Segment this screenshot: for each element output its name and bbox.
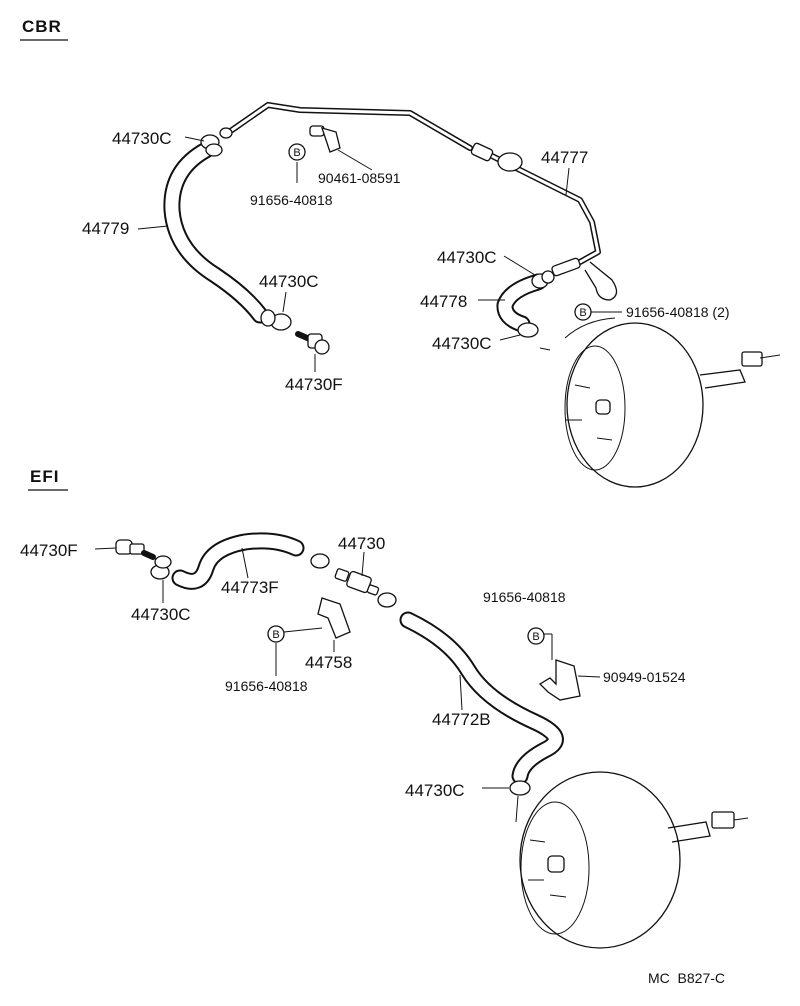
label-efi-valve: 44730F [20, 541, 78, 560]
label-efi-bracket: 44758 [305, 653, 352, 672]
efi-brake-booster [519, 771, 749, 949]
cbr-hose-44778 [478, 255, 581, 341]
efi-clip-90949 [538, 659, 601, 701]
cbr-clamp-top [184, 134, 223, 157]
bolt-marker: B [532, 631, 539, 643]
section-header-cbr: CBR [20, 17, 68, 41]
label-cbr-valve: 44730F [285, 375, 343, 394]
cbr-pipe-44777 [219, 102, 618, 301]
cbr-brake-booster [539, 322, 781, 488]
label-efi-clip: 90949-01524 [603, 669, 686, 685]
label-efi-clamp-bottom: 44730C [405, 781, 465, 800]
label-efi-bolt-right: 91656-40818 [483, 589, 566, 605]
label-efi-check-valve: 44730 [338, 534, 385, 553]
section-title-efi: EFI [30, 467, 59, 486]
efi-clamp-left [150, 555, 172, 603]
bolt-marker: B [579, 307, 586, 319]
label-cbr-clamp-mid: 44730C [259, 272, 319, 291]
efi-bolt-left: B [267, 625, 323, 676]
label-efi-clamp-left: 44730C [131, 605, 191, 624]
cbr-bolt-right: B [564, 303, 622, 339]
diagram-code: MC B827-C [648, 970, 725, 986]
label-cbr-clamp-lower: 44730C [432, 334, 492, 353]
cbr-clamp-mid [260, 291, 292, 331]
label-cbr-pipe-44777: 44777 [541, 148, 588, 167]
efi-bolt-right: B [527, 627, 553, 660]
label-efi-hose-44772b: 44772B [432, 710, 491, 729]
efi-check-valve-44730 [334, 551, 380, 596]
efi-clamp-mid [310, 553, 330, 569]
bolt-marker: B [272, 629, 279, 641]
efi-hose-44772b [399, 611, 564, 785]
cbr-hose-44779 [163, 141, 269, 324]
label-efi-hose-44773f: 44773F [221, 578, 279, 597]
efi-valve-44730f [94, 539, 156, 560]
efi-clamp-check [377, 592, 397, 608]
label-cbr-hose-44778: 44778 [420, 292, 467, 311]
label-cbr-clamp-right: 44730C [437, 248, 497, 267]
bolt-marker: B [293, 147, 300, 159]
label-cbr-hose-44779: 44779 [82, 219, 129, 238]
label-efi-bolt-left: 91656-40818 [225, 678, 308, 694]
section-title-cbr: CBR [22, 17, 62, 36]
efi-clamp-bottom [482, 780, 531, 823]
label-cbr-clip: 90461-08591 [318, 170, 401, 186]
efi-bracket-44758 [317, 597, 351, 652]
label-cbr-clamp-top: 44730C [112, 129, 172, 148]
cbr-clip-90461 [309, 125, 373, 171]
label-cbr-bolt-top: 91656-40818 [250, 192, 333, 208]
cbr-valve-44730f [295, 331, 330, 372]
section-header-efi: EFI [28, 467, 68, 491]
efi-hose-44773f [171, 532, 305, 590]
cbr-bolt-top: B [288, 143, 306, 183]
label-cbr-bolt-right: 91656-40818 (2) [626, 304, 730, 320]
